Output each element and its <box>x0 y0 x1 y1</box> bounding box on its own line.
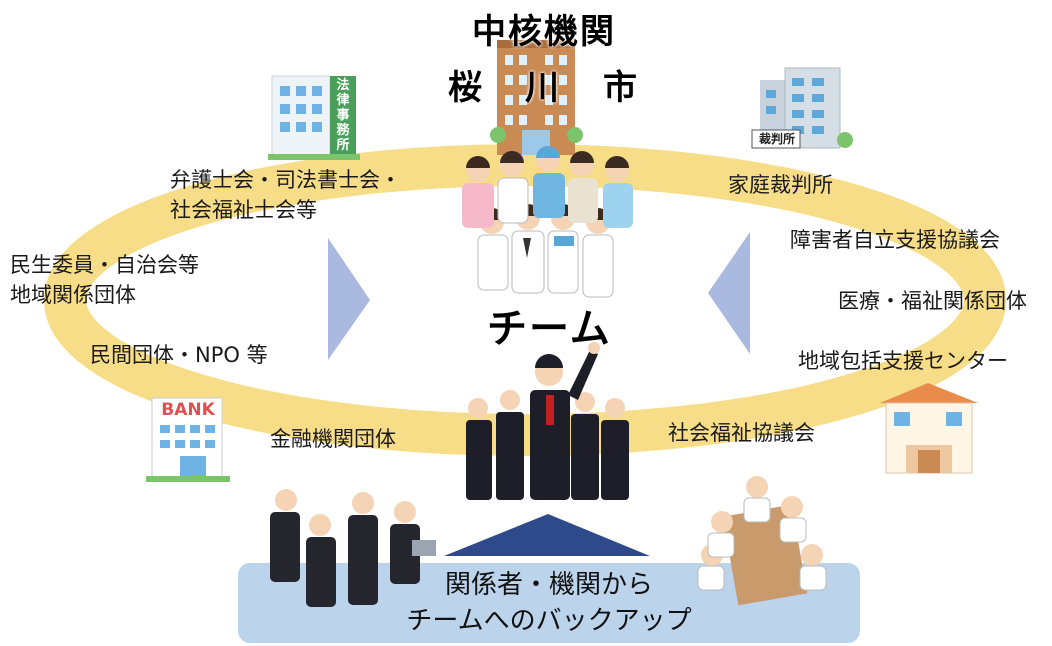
backup-line1: 関係者・機関から <box>444 570 653 600</box>
bank-sign: BANK <box>161 400 215 420</box>
local-welfare-label-line1: 民生委員・自治会等 <box>10 253 199 277</box>
lawyers-association-label-line2: 社会福祉士会等 <box>170 198 317 222</box>
city-hall-building <box>490 40 583 155</box>
medical-welfare-label: 医療・福祉関係団体 <box>838 289 1027 313</box>
right-pointing-arrow <box>328 238 370 360</box>
lawyers-association-label-line1: 弁護士会・司法書士会・ <box>170 168 401 192</box>
disability-council-label: 障害者自立支援協議会 <box>790 228 1000 252</box>
business-team <box>466 342 629 500</box>
busy-people-group <box>270 489 436 607</box>
financial-institutions-label: 金融機関団体 <box>270 427 396 451</box>
cooperation-ring <box>44 144 1006 456</box>
law-office-building <box>268 75 360 160</box>
social-welfare-council-label: 社会福祉協議会 <box>668 421 815 445</box>
team-label: チーム <box>487 306 612 352</box>
court-building <box>751 67 853 149</box>
law-office-sign-char: 事 <box>336 108 350 123</box>
city-name-char-3: 市 <box>603 68 639 108</box>
meeting-group <box>697 476 827 606</box>
law-office-sign-char: 所 <box>336 138 350 153</box>
local-welfare-label-line2: 地域関係団体 <box>10 283 136 307</box>
law-office-sign-char: 務 <box>336 123 350 138</box>
court-sign: 裁判所 <box>758 132 795 146</box>
core-agency-title: 中核機関 <box>472 12 616 52</box>
medical-staff-group <box>462 146 633 298</box>
backup-line2: チームへのバックアップ <box>406 606 692 636</box>
bank-building <box>146 397 230 482</box>
city-name-char-2: 川 <box>525 68 561 108</box>
law-office-sign: 法 律 事 務 所 <box>334 78 352 153</box>
family-court-label: 家庭裁判所 <box>728 173 833 197</box>
left-pointing-arrow <box>708 232 750 354</box>
law-office-sign-char: 律 <box>336 93 350 108</box>
city-name-char-1: 桜 <box>448 68 484 108</box>
backup-banner: 関係者・機関から チームへのバックアップ <box>238 567 860 639</box>
law-office-sign-char: 法 <box>336 78 350 93</box>
support-triangle <box>444 514 650 556</box>
private-npo-label: 民間団体・NPO 等 <box>90 343 268 367</box>
community-support-center-label: 地域包括支援センター <box>798 349 1008 373</box>
welfare-house <box>880 383 978 474</box>
